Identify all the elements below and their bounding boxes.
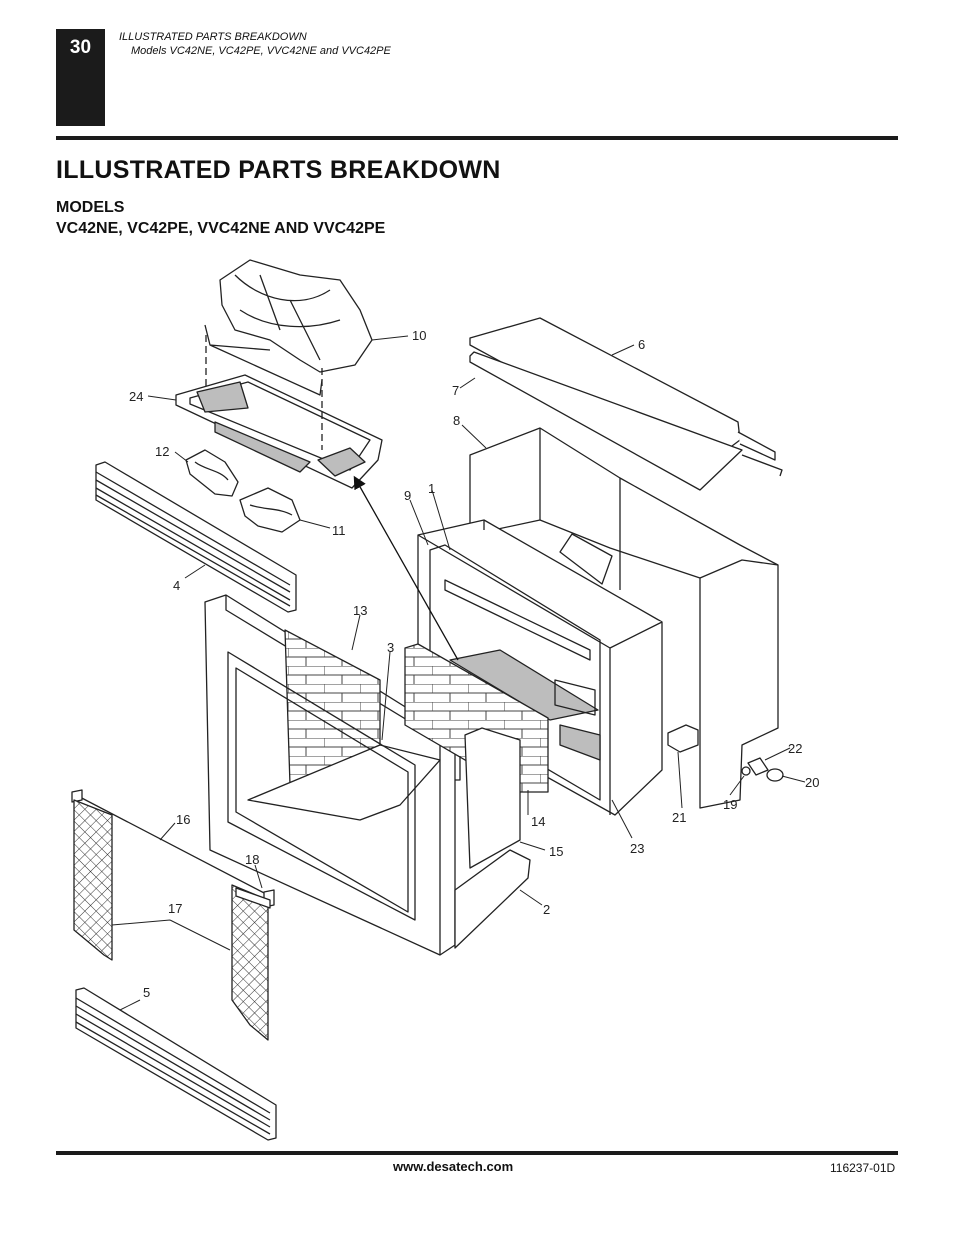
callout-10: 10 (412, 328, 426, 343)
leader-lines (111, 335, 806, 1011)
junction-box-part-21 (667, 724, 699, 753)
surround-part-13 (204, 594, 456, 956)
callout-20: 20 (805, 775, 819, 790)
cover-part-20 (766, 768, 784, 782)
callout-11: 11 (332, 523, 346, 538)
callout-24: 24 (129, 389, 143, 404)
callout-1: 1 (428, 481, 435, 496)
footer-rule (56, 1151, 898, 1155)
base-part-2 (454, 849, 531, 949)
callout-7: 7 (452, 383, 459, 398)
footer-document-code: 116237-01D (830, 1161, 896, 1175)
callout-13: 13 (353, 603, 367, 618)
models-heading: MODELS VC42NE, VC42PE, VVC42NE AND VVC42… (56, 197, 385, 239)
callout-23: 23 (630, 841, 644, 856)
running-header: ILLUSTRATED PARTS BREAKDOWN Models VC42N… (119, 30, 391, 58)
screen-hanger-part-18 (235, 887, 271, 909)
callout-2: 2 (543, 902, 550, 917)
callout-9: 9 (404, 488, 411, 503)
firebox-part-1 (417, 519, 663, 816)
callout-6: 6 (638, 337, 645, 352)
callout-17: 17 (168, 901, 182, 916)
callout-4: 4 (173, 578, 180, 593)
fitting-part-19 (741, 766, 751, 776)
models-label: MODELS (56, 199, 125, 216)
trim-strip-part-5 (75, 987, 277, 1141)
log-set-part-10 (204, 259, 373, 396)
callout-21: 21 (672, 810, 686, 825)
callout-12: 12 (155, 444, 169, 459)
burner-pan-part-24 (175, 335, 383, 489)
callout-18: 18 (245, 852, 259, 867)
ember-log-part-12 (185, 449, 239, 497)
running-title: ILLUSTRATED PARTS BREAKDOWN (119, 31, 307, 43)
page-number: 30 (69, 37, 92, 58)
assembly-arrow (353, 475, 459, 661)
running-subtitle: Models VC42NE, VC42PE, VVC42NE and VVC42… (131, 45, 391, 57)
callout-3: 3 (387, 640, 394, 655)
page-title: ILLUSTRATED PARTS BREAKDOWN (56, 156, 501, 184)
footer-website: www.desatech.com (393, 1159, 514, 1174)
callout-16: 16 (176, 812, 190, 827)
mesh-screen-part-17 (73, 799, 269, 1041)
callout-15: 15 (549, 844, 563, 859)
ember-log-part-11 (239, 487, 301, 533)
outer-shroud-part-8 (469, 427, 779, 809)
callout-19: 19 (723, 797, 737, 812)
fitting-part-22 (747, 757, 769, 776)
callout-22: 22 (788, 741, 802, 756)
models-list: VC42NE, VC42PE, VVC42NE AND VVC42PE (56, 220, 386, 237)
trim-strip-part-4 (95, 461, 297, 613)
callout-14: 14 (531, 814, 545, 829)
page-number-tab: 30 (56, 29, 105, 126)
top-panel-part-7 (469, 351, 783, 491)
side-panel-part-15 (464, 727, 521, 869)
callout-8: 8 (453, 413, 460, 428)
callout-labels: 1 2 3 4 5 6 7 8 9 10 11 12 13 14 15 16 1… (129, 328, 819, 1000)
header-rule (56, 136, 898, 140)
callout-5: 5 (143, 985, 150, 1000)
